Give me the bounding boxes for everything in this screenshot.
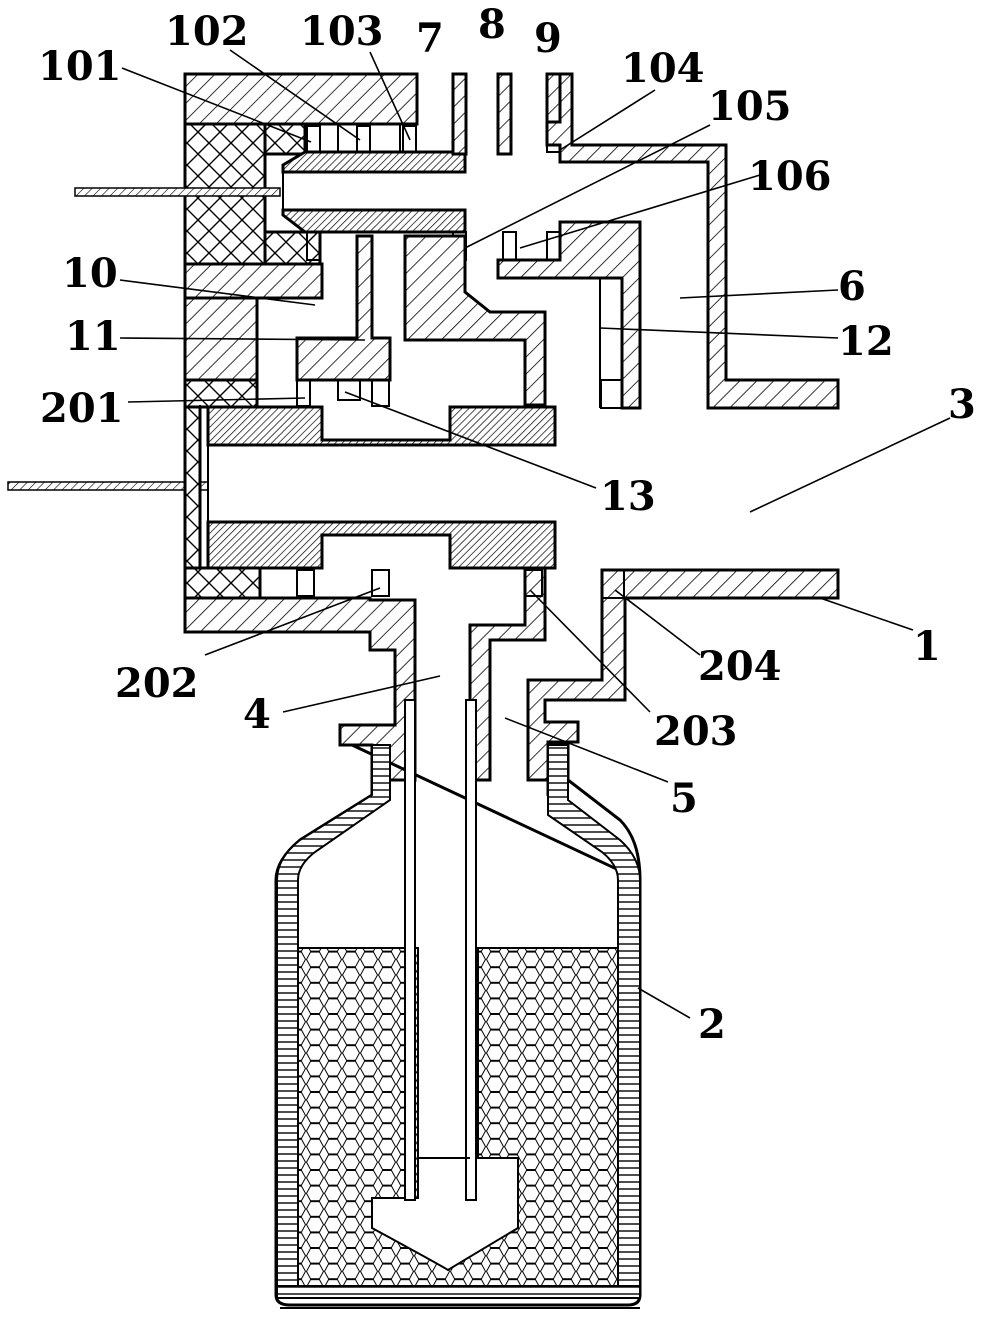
label-13: 13 bbox=[600, 473, 656, 520]
label-6: 6 bbox=[838, 263, 866, 310]
middle-body bbox=[295, 234, 547, 407]
label-1: 1 bbox=[913, 623, 941, 670]
label-105: 105 bbox=[708, 83, 792, 130]
label-106: 106 bbox=[748, 153, 832, 200]
label-5: 5 bbox=[670, 775, 698, 822]
label-8: 8 bbox=[478, 1, 506, 48]
label-12: 12 bbox=[838, 318, 894, 365]
label-202: 202 bbox=[115, 660, 199, 707]
leader-lines bbox=[119, 49, 951, 1019]
label-7: 7 bbox=[416, 15, 444, 62]
label-4: 4 bbox=[243, 691, 271, 738]
bottle bbox=[274, 699, 642, 1309]
lower-valve-body bbox=[183, 405, 840, 782]
label-203: 203 bbox=[654, 708, 738, 755]
lower-needle-rod bbox=[7, 481, 209, 491]
label-104: 104 bbox=[621, 45, 705, 92]
label-10: 10 bbox=[62, 250, 118, 297]
upper-valve-body bbox=[183, 72, 419, 409]
label-201: 201 bbox=[40, 385, 124, 432]
part-labels: 101 102 103 7 8 9 104 105 106 6 10 11 12… bbox=[38, 1, 976, 1048]
upper-piston bbox=[281, 123, 467, 234]
label-2: 2 bbox=[698, 1001, 726, 1048]
upper-needle-rod bbox=[74, 187, 281, 197]
label-102: 102 bbox=[165, 8, 249, 55]
label-101: 101 bbox=[38, 43, 122, 90]
label-9: 9 bbox=[534, 15, 562, 62]
inner-channel bbox=[496, 220, 642, 410]
label-3: 3 bbox=[948, 381, 976, 428]
outer-flow-tube bbox=[545, 72, 840, 410]
main-piston bbox=[199, 405, 557, 570]
label-204: 204 bbox=[698, 643, 782, 690]
label-11: 11 bbox=[65, 313, 121, 360]
label-103: 103 bbox=[300, 8, 384, 55]
